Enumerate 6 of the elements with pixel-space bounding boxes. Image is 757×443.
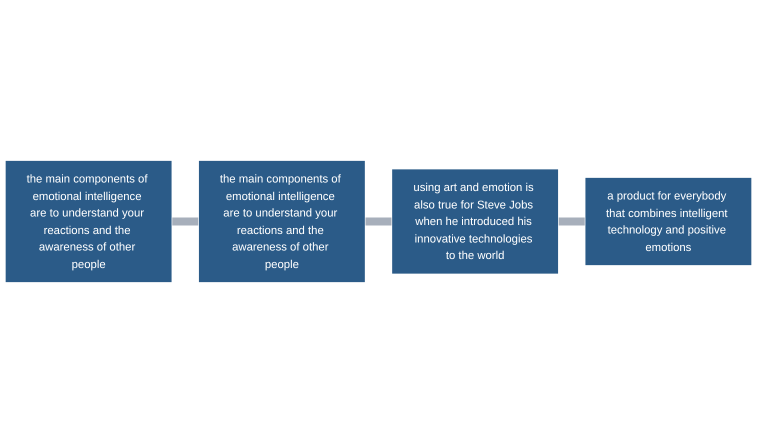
node-box: the main components of emotional intelligence are to understand your reactions and the awareness of other people	[5, 160, 172, 283]
node-box: using art and emotion is also true for Steve Jobs when he introduced his innovative technologies to the world	[392, 168, 559, 274]
node-box: the main components of emotional intelligence are to understand your reactions and the awareness of other people	[198, 160, 366, 283]
connector	[556, 218, 587, 226]
connector	[170, 218, 200, 226]
node-box: a product for everybody that combines intelligent technology and positive emotions	[584, 177, 752, 266]
